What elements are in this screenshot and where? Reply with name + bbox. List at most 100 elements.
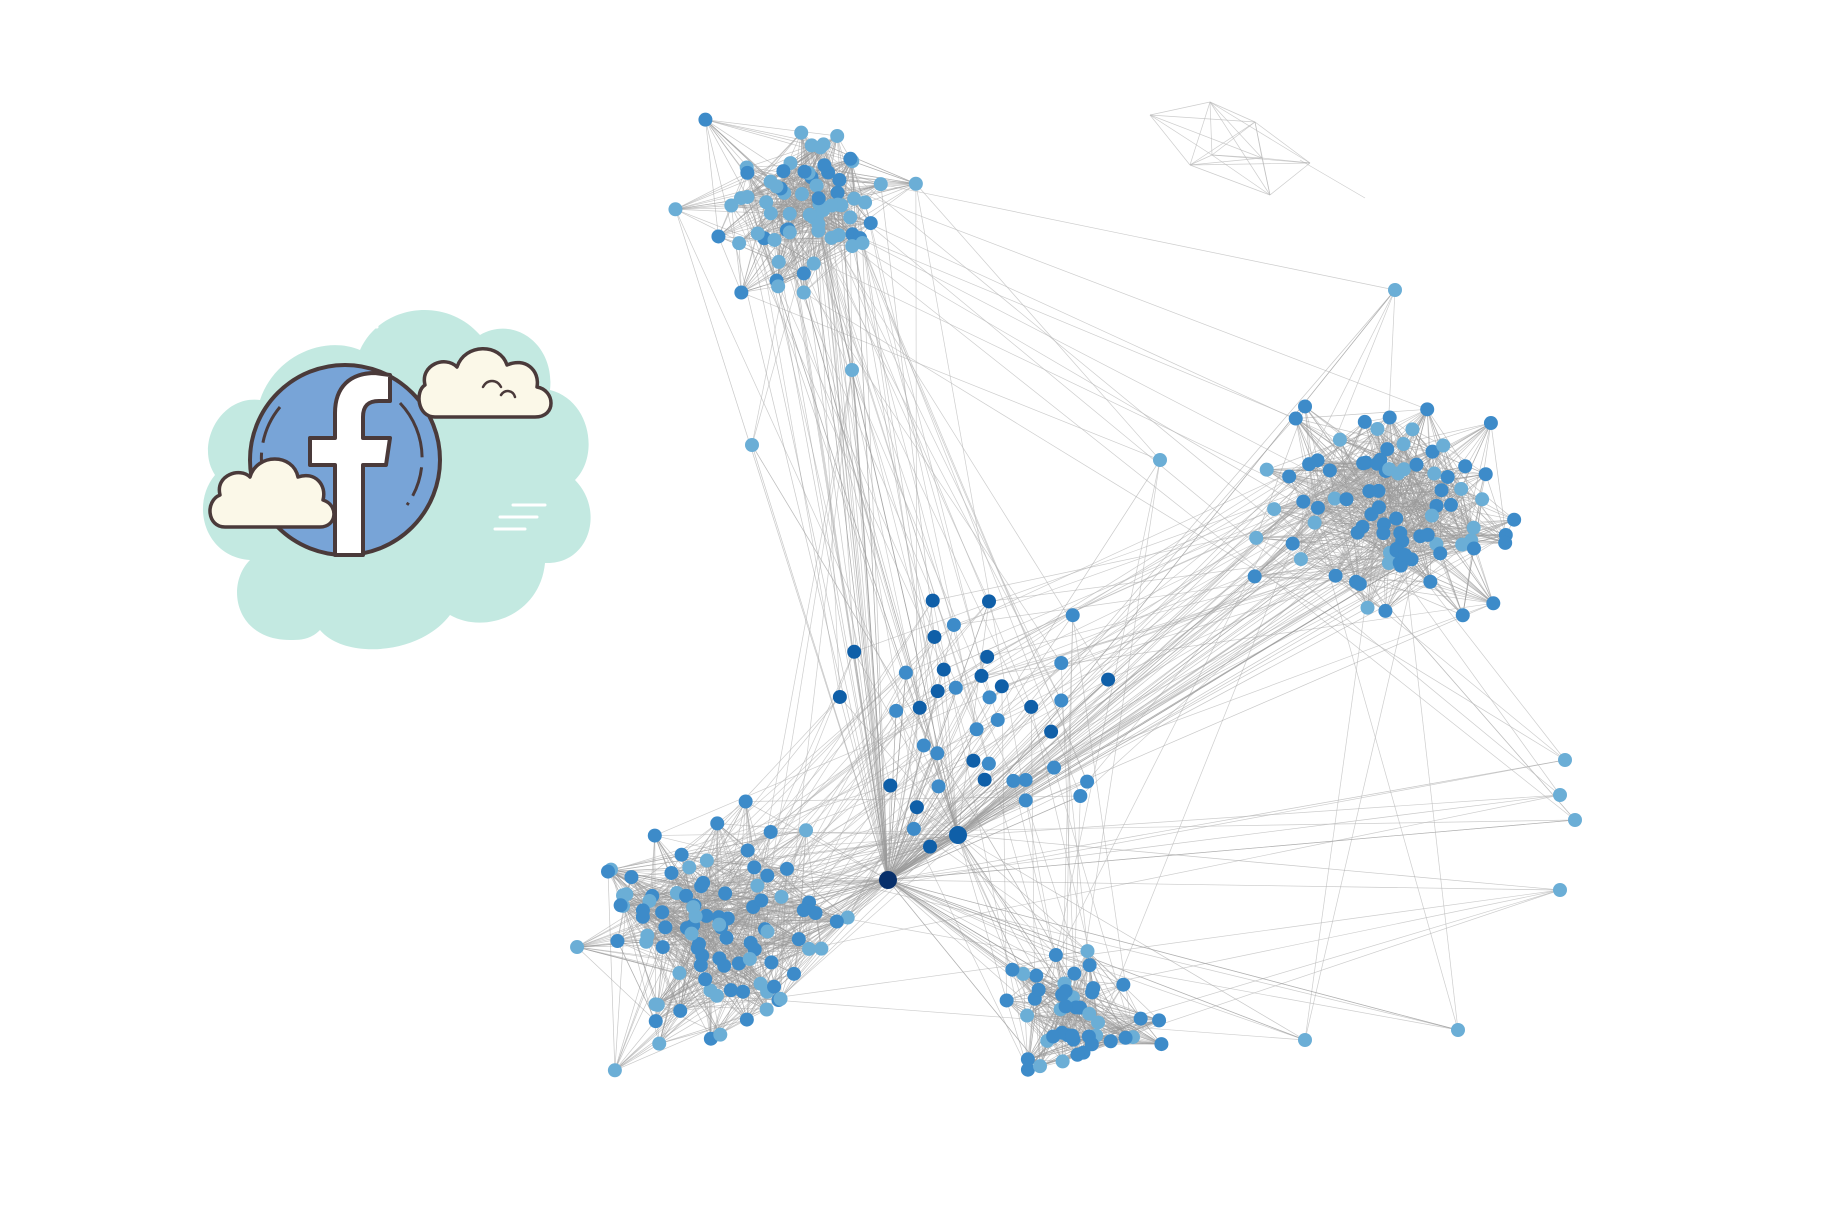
graph-edge [981,498,1347,677]
graph-node [760,868,775,883]
graph-edge [675,208,771,214]
graph-edge [1367,518,1397,608]
graph-node [832,689,847,704]
graph-node [1420,402,1435,417]
graph-edge [680,889,1561,1012]
graph-node [679,888,694,903]
graph-node [764,955,779,970]
graph-edge [1416,464,1486,475]
graph-edge [1462,423,1492,616]
graph-edge [1401,541,1459,1031]
graph-edge [770,213,889,881]
graph-node [809,178,824,193]
graph-node [1044,724,1059,739]
graph-edge [661,687,957,913]
graph-node [1259,462,1274,477]
graph-edge [680,834,959,1012]
graph-edge [1211,154,1271,196]
graph-node [686,900,701,915]
graph-edge [803,292,1566,761]
graph-edge [943,445,1444,670]
graph-edge [747,196,1062,664]
graph-node [648,1014,663,1029]
graph-edge [774,239,1403,542]
graph-node [763,206,778,221]
graph-node [698,972,713,987]
graph-node [1054,693,1069,708]
graph-node [832,172,847,187]
graph-edge [887,463,1310,881]
graph-node [1389,511,1404,526]
graph-edge [820,147,889,881]
graph-node [1380,442,1395,457]
graph-node [1310,500,1325,515]
graph-node [824,198,839,213]
graph-node [912,700,927,715]
graph-edge [706,860,787,870]
graph-edge [822,210,889,881]
graph-edge [1189,121,1256,166]
graph-edge [703,834,959,884]
graph-node [1055,987,1070,1002]
graph-edge [852,233,1296,419]
graph-edge [887,760,974,881]
facebook-f-glyph [308,371,392,557]
graph-edge [693,719,998,926]
graph-node [613,898,628,913]
graph-node [1433,546,1448,561]
graph-edge [689,834,959,868]
graph-edge [887,601,990,881]
graph-edge [607,871,616,1071]
graph-edge [747,690,938,851]
graph-edge [679,834,959,974]
graph-edge [887,719,999,881]
graph-node [1153,453,1167,467]
graph-node [974,668,989,683]
graph-node [1249,530,1264,545]
graph-edge [887,879,1111,1042]
graph-edge [1149,114,1191,166]
graph-edge [1335,575,1386,612]
graph-node [1443,497,1458,512]
graph-node [1350,525,1365,540]
graph-edge [1357,464,1417,533]
graph-edge [957,834,1013,970]
graph-edge [614,894,627,1071]
graph-node [1091,1015,1106,1030]
graph-edge [647,935,706,980]
graph-node [969,722,984,737]
graph-node [830,185,845,200]
graph-edge [836,135,855,199]
graph-edge [1025,800,1063,995]
graph-node [624,870,639,885]
graph-edge [705,119,719,237]
graph-nodes [570,112,1582,1078]
graph-node [817,158,832,173]
graph-node [990,712,1005,727]
graph-node [712,951,727,966]
graph-edge [805,830,889,881]
graph-edge [705,119,748,198]
graph-node [711,229,726,244]
graph-node [767,232,782,247]
graph-edge [576,946,656,1022]
graph-node [830,128,845,143]
graph-edge [837,204,889,881]
graph-node [1016,966,1031,981]
graph-edge [742,879,889,992]
graph-node [930,746,945,761]
graph-node [1396,437,1411,452]
graph-node [647,828,662,843]
graph-edge [811,177,889,881]
graph-edge [740,198,889,881]
graph-node [1298,1033,1312,1047]
graph-edge [887,406,1306,881]
graph-node [981,756,996,771]
graph-node [1360,600,1375,615]
graph-node [796,285,811,300]
graph-node [916,738,931,753]
graph-edge [849,217,1088,782]
graph-node [712,917,727,932]
graph-edge [622,895,656,1005]
small-cloud-left-icon [208,457,336,541]
